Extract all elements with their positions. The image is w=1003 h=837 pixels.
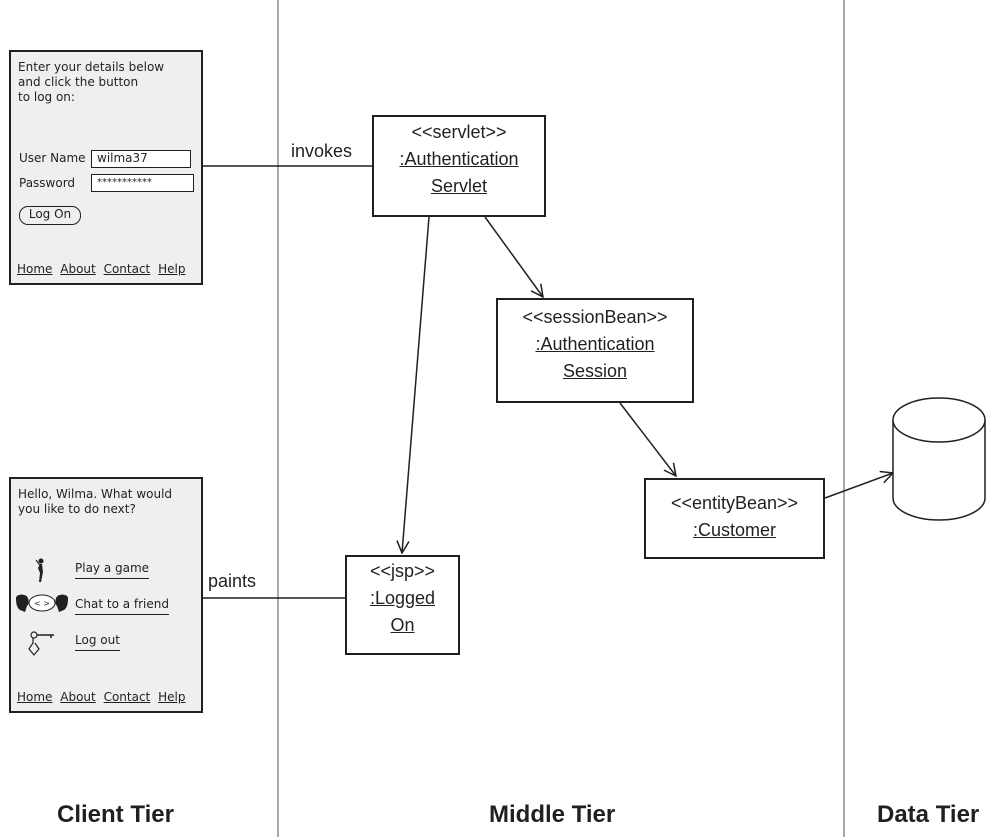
username-label: User Name: [19, 151, 86, 165]
footer-link-help[interactable]: Help: [158, 262, 186, 276]
servlet-to-session-arrow: [484, 216, 543, 297]
servlet-name-line-2: Servlet: [430, 176, 488, 196]
servlet-box: <<servlet>> :Authentication Servlet: [372, 115, 546, 217]
footer-link-home[interactable]: Home: [17, 690, 53, 704]
jsp-box: <<jsp>> :Logged On: [345, 555, 460, 655]
login-footer-nav: Home About Contact Help: [17, 262, 189, 276]
action-label: Chat to a friend: [75, 597, 169, 615]
footer-link-home[interactable]: Home: [17, 262, 53, 276]
entity-name-line-1: :Customer: [692, 520, 777, 540]
footer-link-about[interactable]: About: [60, 262, 96, 276]
invokes-label: invokes: [291, 141, 353, 161]
footer-link-help[interactable]: Help: [158, 690, 186, 704]
session-to-entity-arrow: [619, 402, 676, 476]
divider-middle-data: [843, 0, 845, 837]
action-play-game[interactable]: Play a game: [11, 558, 201, 585]
password-field[interactable]: ***********: [91, 174, 194, 192]
servlet-stereotype: <<servlet>>: [411, 122, 507, 142]
log-on-button[interactable]: Log On: [19, 206, 81, 225]
jsp-name-line-2: On: [390, 615, 415, 635]
key-icon: [28, 631, 54, 656]
session-name-line-2: Session: [562, 361, 628, 381]
entity-stereotype: <<entityBean>>: [670, 493, 799, 513]
password-label: Password: [19, 176, 76, 190]
action-label: Log out: [75, 633, 120, 651]
divider-client-middle: [277, 0, 279, 837]
action-log-out[interactable]: Log out: [11, 631, 201, 657]
username-field[interactable]: wilma37: [91, 150, 191, 168]
tier-label-client: Client Tier: [57, 801, 174, 828]
tier-label-data: Data Tier: [877, 801, 980, 828]
session-name-line-1: :Authentication: [535, 334, 655, 354]
home-greeting: Hello, Wilma. What would you like to do …: [18, 487, 173, 516]
golfer-icon: [35, 558, 44, 582]
login-screen: Enter your details below and click the b…: [9, 50, 203, 285]
svg-text:< >: < >: [34, 599, 50, 608]
servlet-to-jsp-arrow: [402, 216, 430, 553]
entity-to-database-arrow: [824, 473, 893, 499]
action-chat-friend[interactable]: < > Chat to a friend: [11, 594, 201, 621]
chat-heads-icon: < >: [16, 594, 68, 612]
footer-link-contact[interactable]: Contact: [103, 262, 151, 276]
entity-bean-box: <<entityBean>> :Customer: [644, 478, 825, 559]
session-bean-box: <<sessionBean>> :Authentication Session: [496, 298, 694, 403]
jsp-stereotype: <<jsp>>: [369, 561, 436, 581]
database-icon: [892, 397, 986, 521]
home-footer-nav: Home About Contact Help: [17, 690, 189, 704]
home-screen: Hello, Wilma. What would you like to do …: [9, 477, 203, 713]
session-stereotype: <<sessionBean>>: [522, 307, 668, 327]
paints-label: paints: [208, 571, 257, 591]
action-label: Play a game: [75, 561, 150, 579]
tier-label-middle: Middle Tier: [489, 801, 616, 828]
servlet-name-line-1: :Authentication: [399, 149, 519, 169]
footer-link-contact[interactable]: Contact: [103, 690, 151, 704]
footer-link-about[interactable]: About: [60, 690, 96, 704]
login-intro: Enter your details below and click the b…: [18, 60, 165, 104]
jsp-name-line-1: :Logged: [369, 588, 436, 608]
